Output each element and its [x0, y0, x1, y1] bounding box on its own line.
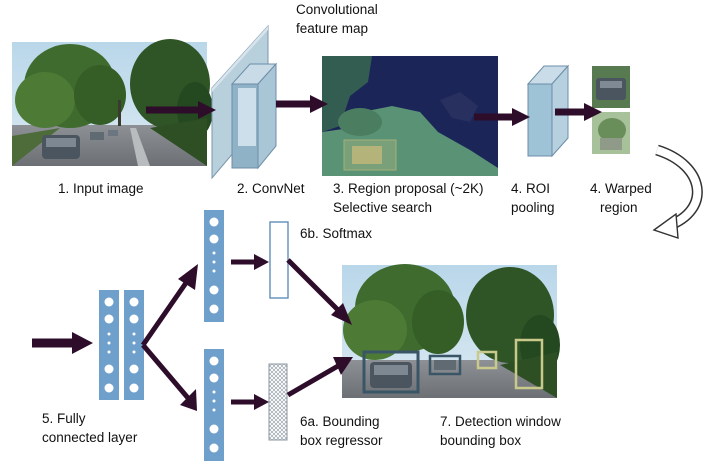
softmax-branch-column — [204, 210, 224, 322]
detection-window-label-line1: 7. Detection window — [440, 414, 561, 429]
input-image — [12, 39, 213, 166]
return-curve-arrow — [652, 144, 703, 239]
conv-feature-map-label-line1: Convolutional — [296, 2, 378, 17]
fully-connected-label-line2: connected layer — [42, 430, 138, 445]
softmax-box — [269, 221, 289, 299]
detection-window-label-line2: bounding box — [440, 433, 522, 448]
fully-connected-layer — [99, 290, 144, 400]
regressor-branch-column — [204, 349, 224, 461]
region-proposal-map — [322, 56, 498, 176]
warped-region-label-line2: region — [600, 200, 638, 215]
detection-image — [342, 264, 560, 398]
roi-pooling-label-line2: pooling — [511, 200, 555, 215]
fully-connected-label-line1: 5. Fully — [42, 411, 86, 426]
roi-pooling-label-line1: 4. ROI — [511, 181, 551, 196]
region-proposal-label-line2: Selective search — [333, 200, 433, 215]
roi-pooling-block — [526, 64, 570, 158]
region-proposal-label-line1: 3. Region proposal (~2K) — [333, 181, 484, 196]
input-image-label: 1. Input image — [58, 181, 144, 196]
bbox-regressor-label-line1: 6a. Bounding — [300, 414, 380, 429]
bbox-regressor-label-line2: box regressor — [300, 433, 383, 448]
softmax-label: 6b. Softmax — [300, 226, 373, 241]
bottom-arrows — [32, 254, 353, 411]
bbox-regressor-box — [268, 363, 288, 441]
conv-feature-map-label-line2: feature map — [296, 21, 369, 36]
top-arrows — [146, 95, 602, 126]
convnet-blocks — [211, 24, 278, 180]
convnet-label: 2. ConvNet — [237, 181, 305, 196]
warped-region — [592, 66, 630, 154]
warped-region-label-line1: 4. Warped — [590, 181, 652, 196]
